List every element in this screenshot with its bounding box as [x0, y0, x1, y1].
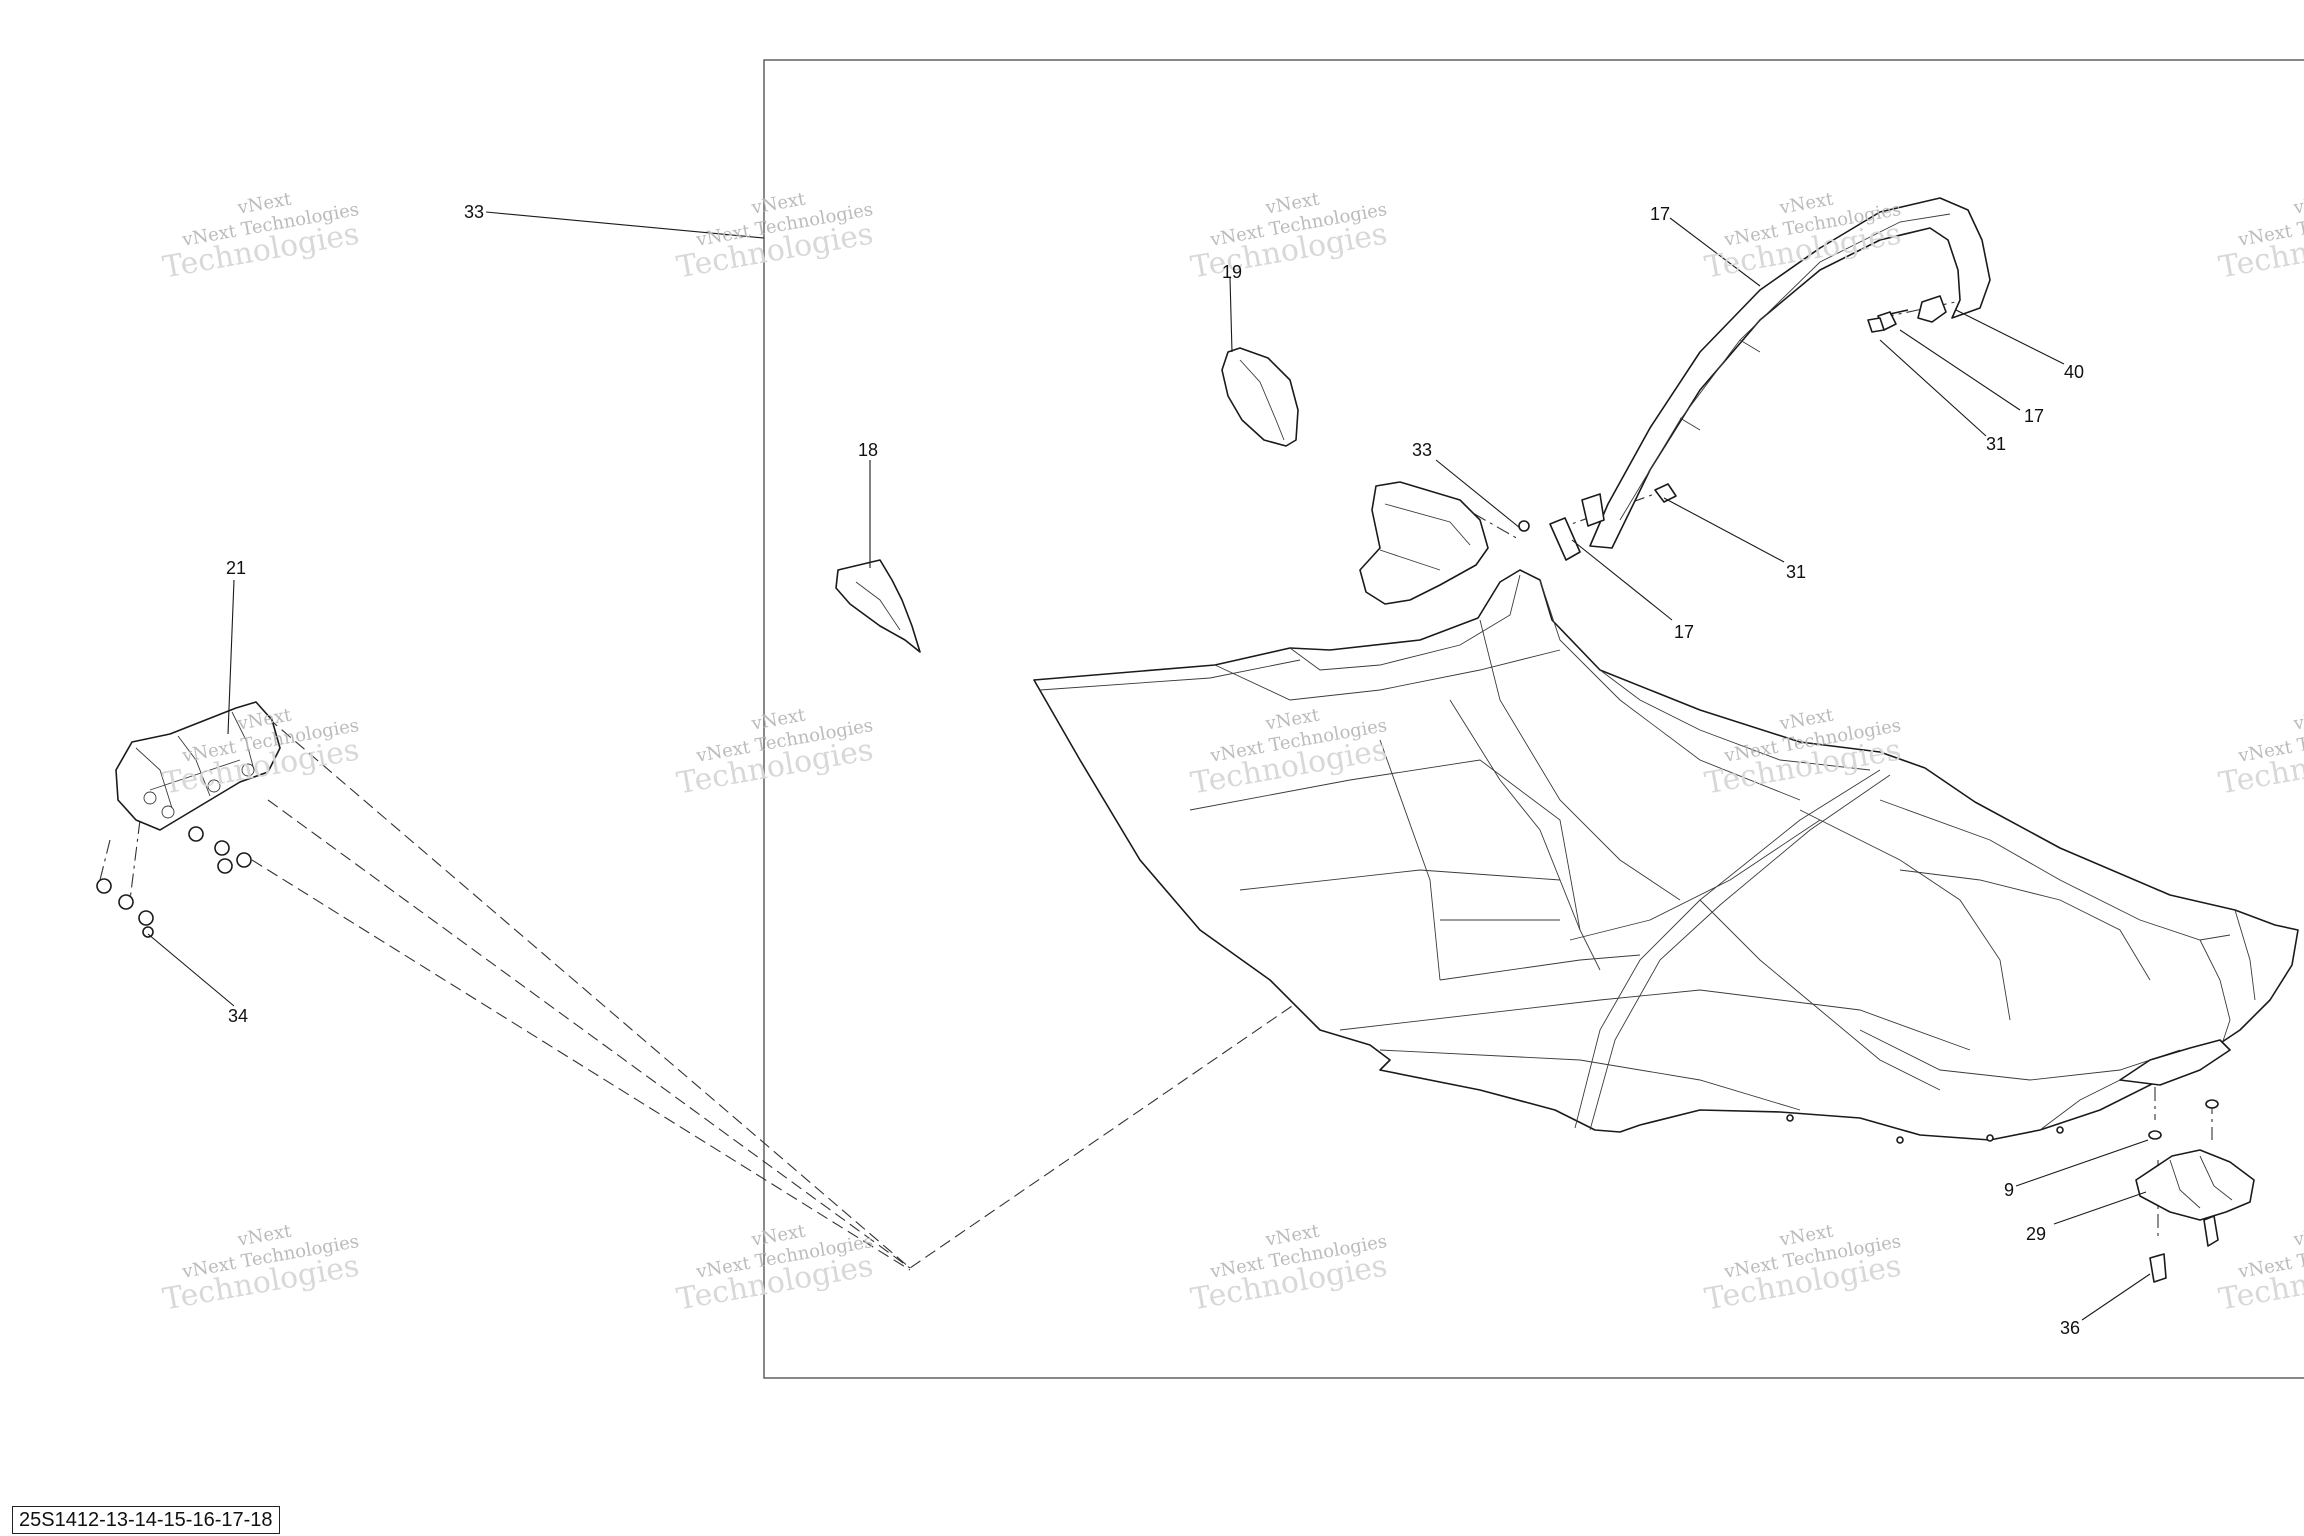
callouts: 33 17 40 17 31 19 18 33 31 17 21 34 9 29…: [226, 202, 2084, 1338]
seat-assembly: [1033, 481, 2299, 1144]
callout-31-lower: 31: [1786, 562, 1806, 582]
callout-9: 9: [2004, 1180, 2014, 1200]
diagram-frame: [763, 59, 2304, 1379]
svg-text:vNext: vNext: [2291, 188, 2304, 218]
callout-34: 34: [228, 1006, 248, 1026]
callout-36: 36: [2060, 1318, 2080, 1338]
callout-21: 21: [226, 558, 246, 578]
seat-side-trim: [2119, 1039, 2231, 1086]
callout-18: 18: [858, 440, 878, 460]
latch-assembly: [2135, 1099, 2255, 1283]
grab-handle: [1589, 197, 1991, 549]
seat-front-tower: [1359, 481, 1489, 605]
part-19: [1221, 347, 1299, 447]
document-code: 25S1412-13-14-15-16-17-18: [12, 1506, 280, 1534]
bracket-21: [96, 701, 281, 938]
part-18: [835, 559, 921, 653]
leader-lines: [147, 211, 2151, 1321]
callout-17-lower-clip: 17: [1674, 622, 1694, 642]
callout-33-center: 33: [1412, 440, 1432, 460]
callout-19: 19: [1222, 262, 1242, 282]
clips-and-rivets: [1518, 295, 1947, 561]
callout-33-left: 33: [464, 202, 484, 222]
callout-17-upper-clip: 17: [2024, 406, 2044, 426]
seat-body: [1033, 569, 2299, 1141]
callout-29: 29: [2026, 1224, 2046, 1244]
callout-17-strap: 17: [1650, 204, 1670, 224]
callout-40: 40: [2064, 362, 2084, 382]
svg-text:vNext: vNext: [2291, 704, 2304, 734]
callout-31-upper: 31: [1986, 434, 2006, 454]
svg-text:vNext: vNext: [2291, 1220, 2304, 1250]
